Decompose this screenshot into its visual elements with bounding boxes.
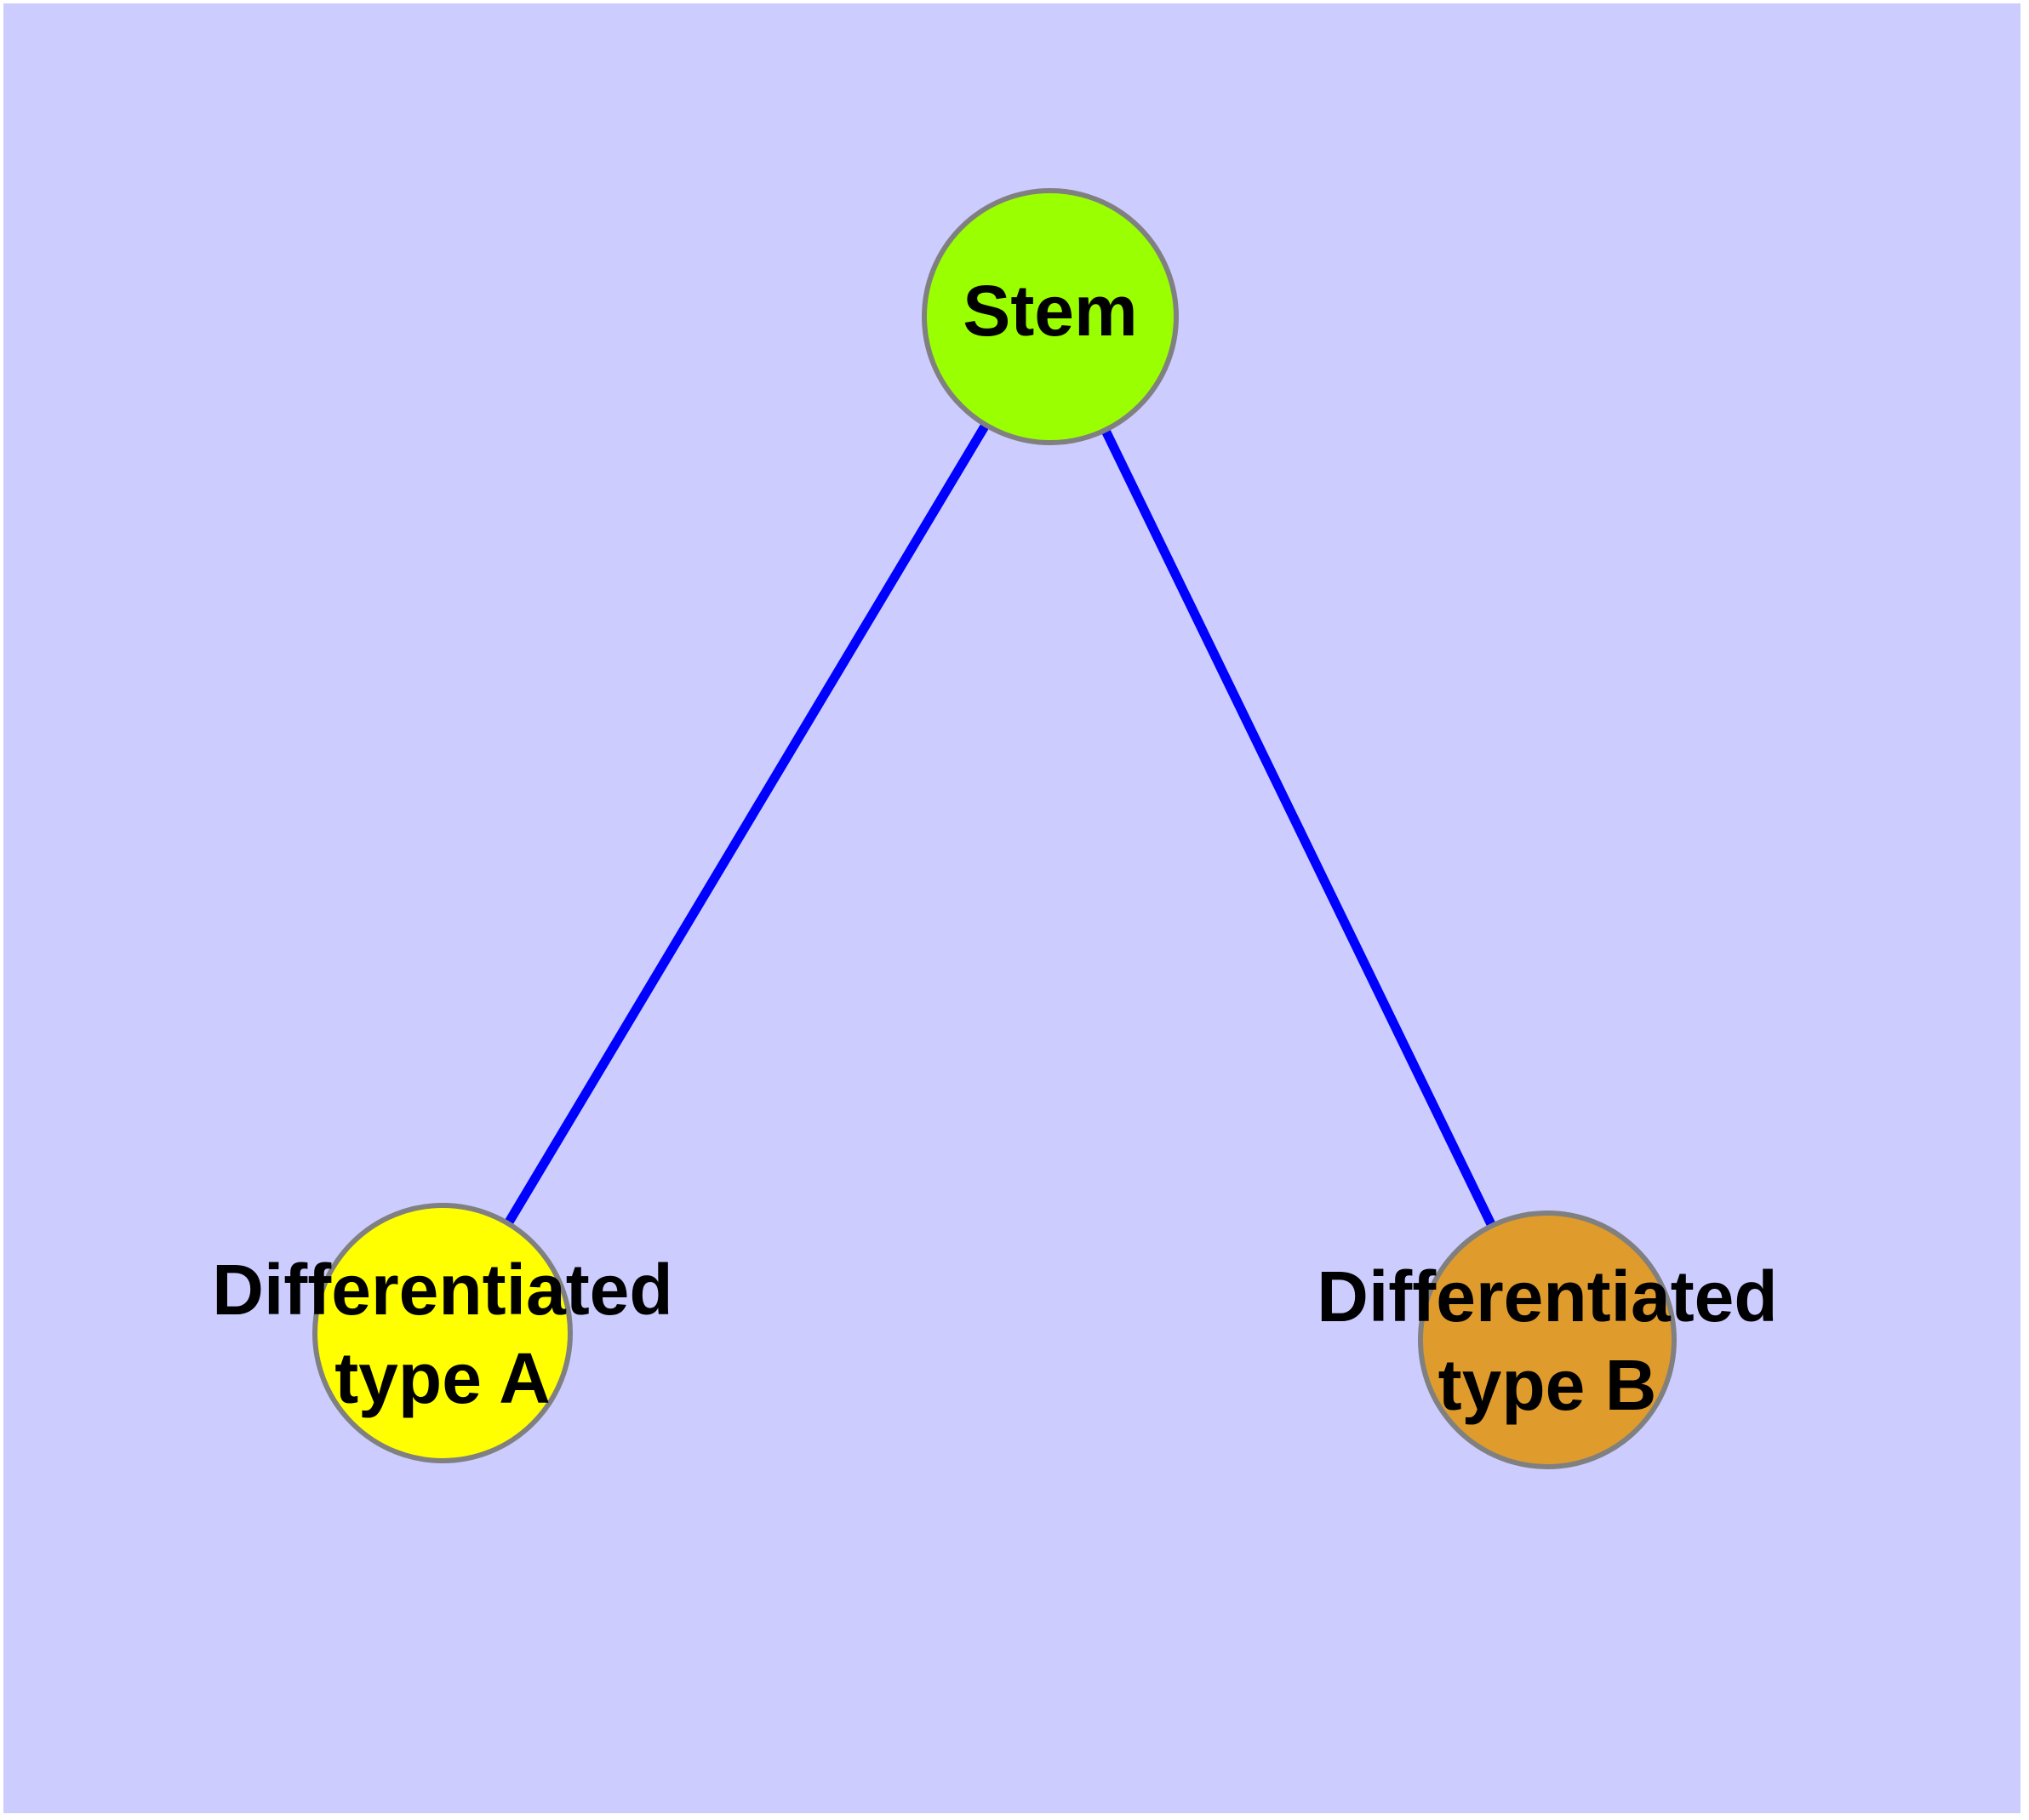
node-differentiated-type-a-circle[interactable] (312, 1203, 573, 1463)
edges-layer (438, 314, 1552, 1342)
node-differentiated-type-b-label-line2: type B (1438, 1345, 1657, 1425)
node-differentiated-type-b-label-line1: Differentiated (1317, 1256, 1777, 1336)
node-stem-circle[interactable] (922, 188, 1179, 445)
node-stem-label: Stem (963, 271, 1137, 351)
node-differentiated-type-a-label-line1: Differentiated (212, 1250, 672, 1330)
edge-stem-to-differentiated-type-a[interactable] (438, 314, 1055, 1336)
node-labels-layer: Stem Differentiated type A Differentiate… (212, 271, 1777, 1425)
nodes-layer (312, 188, 1677, 1469)
edge-stem-to-differentiated-type-b[interactable] (1046, 314, 1552, 1342)
node-differentiated-type-a-label-line2: type A (334, 1338, 551, 1418)
node-differentiated-type-b-circle[interactable] (1418, 1210, 1677, 1469)
